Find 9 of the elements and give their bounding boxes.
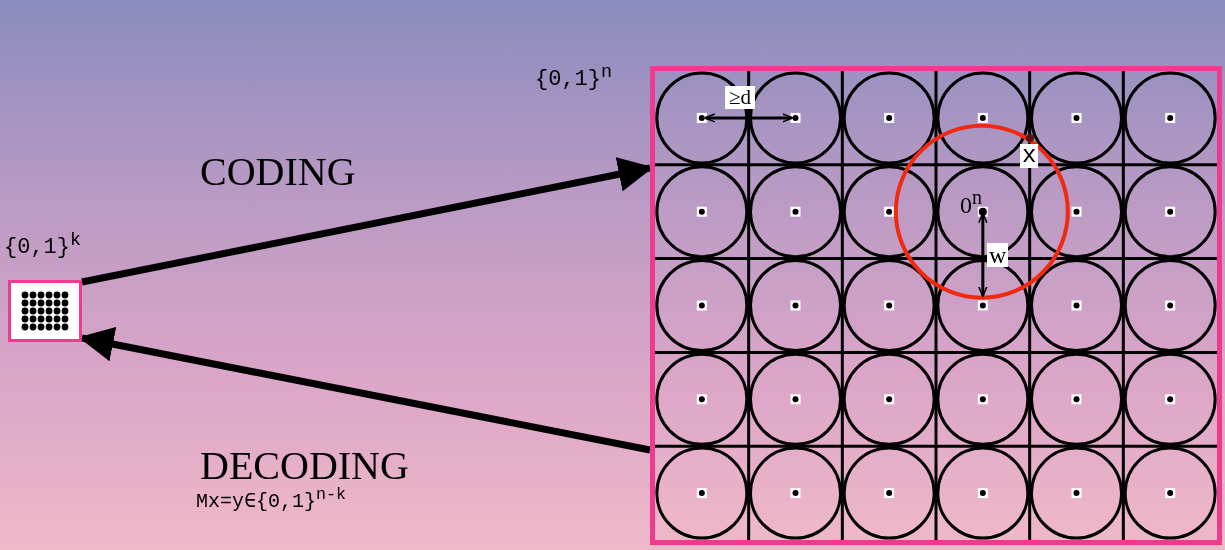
set-notation: {0,1}$^{n}$	[535, 62, 612, 93]
point-label: x	[1020, 144, 1039, 168]
distance-label: ≥d	[725, 86, 756, 109]
edge-label: CODING	[200, 148, 356, 195]
origin-label: 0$^{n}$	[960, 186, 982, 219]
formula-label: Mx=y∈{0,1}$^{n-k}$	[196, 485, 347, 513]
radius-label: w	[987, 243, 1009, 267]
set-notation: {0,1}$^{k}$	[4, 230, 81, 261]
edge-label: DECODING	[200, 442, 409, 488]
